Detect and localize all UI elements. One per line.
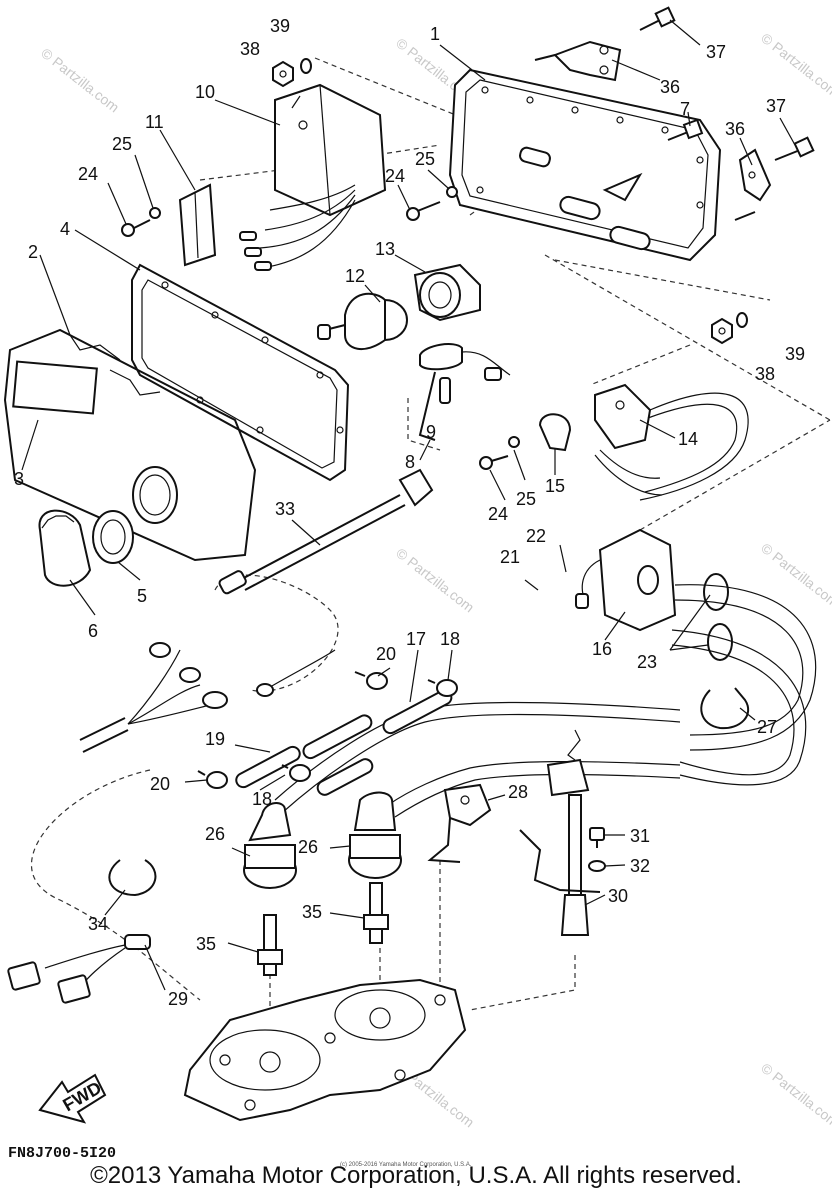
part-35-spark-plugs bbox=[257, 882, 389, 976]
part-16-ignition-coil bbox=[575, 528, 677, 632]
part-18-20-clips bbox=[197, 671, 458, 789]
callout-11: 11 bbox=[145, 112, 164, 132]
part-1-base-plate bbox=[448, 68, 722, 262]
part-33-extension-cord bbox=[218, 468, 434, 595]
part-4-gasket bbox=[131, 263, 350, 482]
part-36-brackets bbox=[553, 40, 772, 202]
callout-34: 34 bbox=[88, 914, 108, 934]
callout-25c: 25 bbox=[516, 489, 536, 509]
callout-24c: 24 bbox=[488, 504, 508, 524]
part-31-32-bolt-washer bbox=[588, 827, 606, 872]
part-37-bolts bbox=[534, 6, 815, 221]
callout-3: 3 bbox=[14, 469, 24, 489]
part-29-harness bbox=[7, 642, 336, 1004]
high-tension-cords bbox=[274, 584, 817, 818]
callout-24b: 24 bbox=[385, 166, 405, 186]
callout-39a: 39 bbox=[270, 16, 290, 36]
drawing-code: FN8J700-5I20 bbox=[8, 1145, 117, 1162]
callout-21: 21 bbox=[500, 547, 520, 567]
part-15-clamp bbox=[538, 413, 572, 452]
part-30-sensor bbox=[519, 729, 601, 936]
part-12-sensor bbox=[317, 292, 408, 350]
part-17-19-tubes bbox=[235, 689, 453, 796]
callout-20b: 20 bbox=[150, 774, 170, 794]
callout-28: 28 bbox=[508, 782, 528, 802]
part-11-bracket bbox=[178, 183, 217, 267]
callout-26b: 26 bbox=[298, 837, 318, 857]
callout-18b: 18 bbox=[252, 789, 272, 809]
callout-14: 14 bbox=[678, 429, 698, 449]
callout-20a: 20 bbox=[376, 644, 396, 664]
part-26-plug-caps bbox=[243, 791, 402, 889]
copyright-notice: ©2013 Yamaha Motor Corporation, U.S.A. A… bbox=[90, 1162, 742, 1189]
callout-numbers: 1 2 3 4 5 6 7 8 9 10 11 12 13 14 15 16 1… bbox=[14, 16, 805, 1009]
watermark-1: © Partzilla.com bbox=[38, 45, 122, 116]
forward-arrow: FWD bbox=[38, 1073, 107, 1124]
callout-9: 9 bbox=[426, 422, 436, 442]
callout-38a: 38 bbox=[240, 39, 260, 59]
part-14-coil bbox=[594, 383, 749, 501]
watermark-5: © Partzilla.com bbox=[758, 540, 832, 611]
callout-7: 7 bbox=[680, 99, 690, 119]
watermark-4: © Partzilla.com bbox=[393, 545, 477, 616]
callout-26a: 26 bbox=[205, 824, 225, 844]
callout-19: 19 bbox=[205, 729, 225, 749]
part-24-25-screws bbox=[121, 186, 520, 470]
callout-8: 8 bbox=[405, 452, 415, 472]
callout-39b: 39 bbox=[785, 344, 805, 364]
part-28-holder bbox=[427, 783, 492, 863]
callout-2: 2 bbox=[28, 242, 38, 262]
part-23-27-clamps bbox=[700, 573, 750, 730]
callout-33: 33 bbox=[275, 499, 295, 519]
part-6-cap bbox=[38, 509, 92, 587]
callout-12: 12 bbox=[345, 266, 365, 286]
part-3-decal bbox=[12, 360, 98, 415]
callout-25b: 25 bbox=[415, 149, 435, 169]
callout-38b: 38 bbox=[755, 364, 775, 384]
callout-36a: 36 bbox=[660, 77, 680, 97]
part-7-screw bbox=[667, 118, 704, 141]
callout-23: 23 bbox=[637, 652, 657, 672]
part-10-cdi-unit bbox=[239, 83, 387, 271]
fine-print: (c) 2005-2016 Yamaha Motor Corporation, … bbox=[340, 1162, 472, 1168]
callout-4: 4 bbox=[60, 219, 70, 239]
callout-6: 6 bbox=[88, 621, 98, 641]
callout-18a: 18 bbox=[440, 629, 460, 649]
callout-35b: 35 bbox=[302, 902, 322, 922]
callout-10: 10 bbox=[195, 82, 215, 102]
callout-13: 13 bbox=[375, 239, 395, 259]
callout-leader-lines bbox=[21, 19, 796, 991]
callout-16: 16 bbox=[592, 639, 612, 659]
part-5-grommet bbox=[92, 510, 134, 564]
callout-36b: 36 bbox=[725, 119, 745, 139]
callout-22: 22 bbox=[526, 526, 546, 546]
callout-30: 30 bbox=[608, 886, 628, 906]
part-38-39-nuts-washers bbox=[272, 58, 748, 345]
cylinder-head bbox=[183, 978, 467, 1122]
part-34-clamp bbox=[108, 859, 157, 897]
callout-31: 31 bbox=[630, 826, 650, 846]
callout-32: 32 bbox=[630, 856, 650, 876]
callout-5: 5 bbox=[137, 586, 147, 606]
callout-15: 15 bbox=[545, 476, 565, 496]
watermark-7: © Partzilla.com bbox=[758, 1060, 832, 1131]
callout-27: 27 bbox=[757, 717, 777, 737]
watermark-3: © Partzilla.com bbox=[758, 30, 832, 101]
part-8-9-harness-connector bbox=[418, 343, 511, 441]
part-2-cover bbox=[3, 328, 257, 562]
callout-29: 29 bbox=[168, 989, 188, 1009]
callout-1: 1 bbox=[430, 24, 440, 44]
callout-37a: 37 bbox=[706, 42, 726, 62]
callout-24a: 24 bbox=[78, 164, 98, 184]
callout-25a: 25 bbox=[112, 134, 132, 154]
callout-17: 17 bbox=[406, 629, 426, 649]
part-13-sensor bbox=[413, 263, 481, 322]
callout-35a: 35 bbox=[196, 934, 216, 954]
callout-37b: 37 bbox=[766, 96, 786, 116]
